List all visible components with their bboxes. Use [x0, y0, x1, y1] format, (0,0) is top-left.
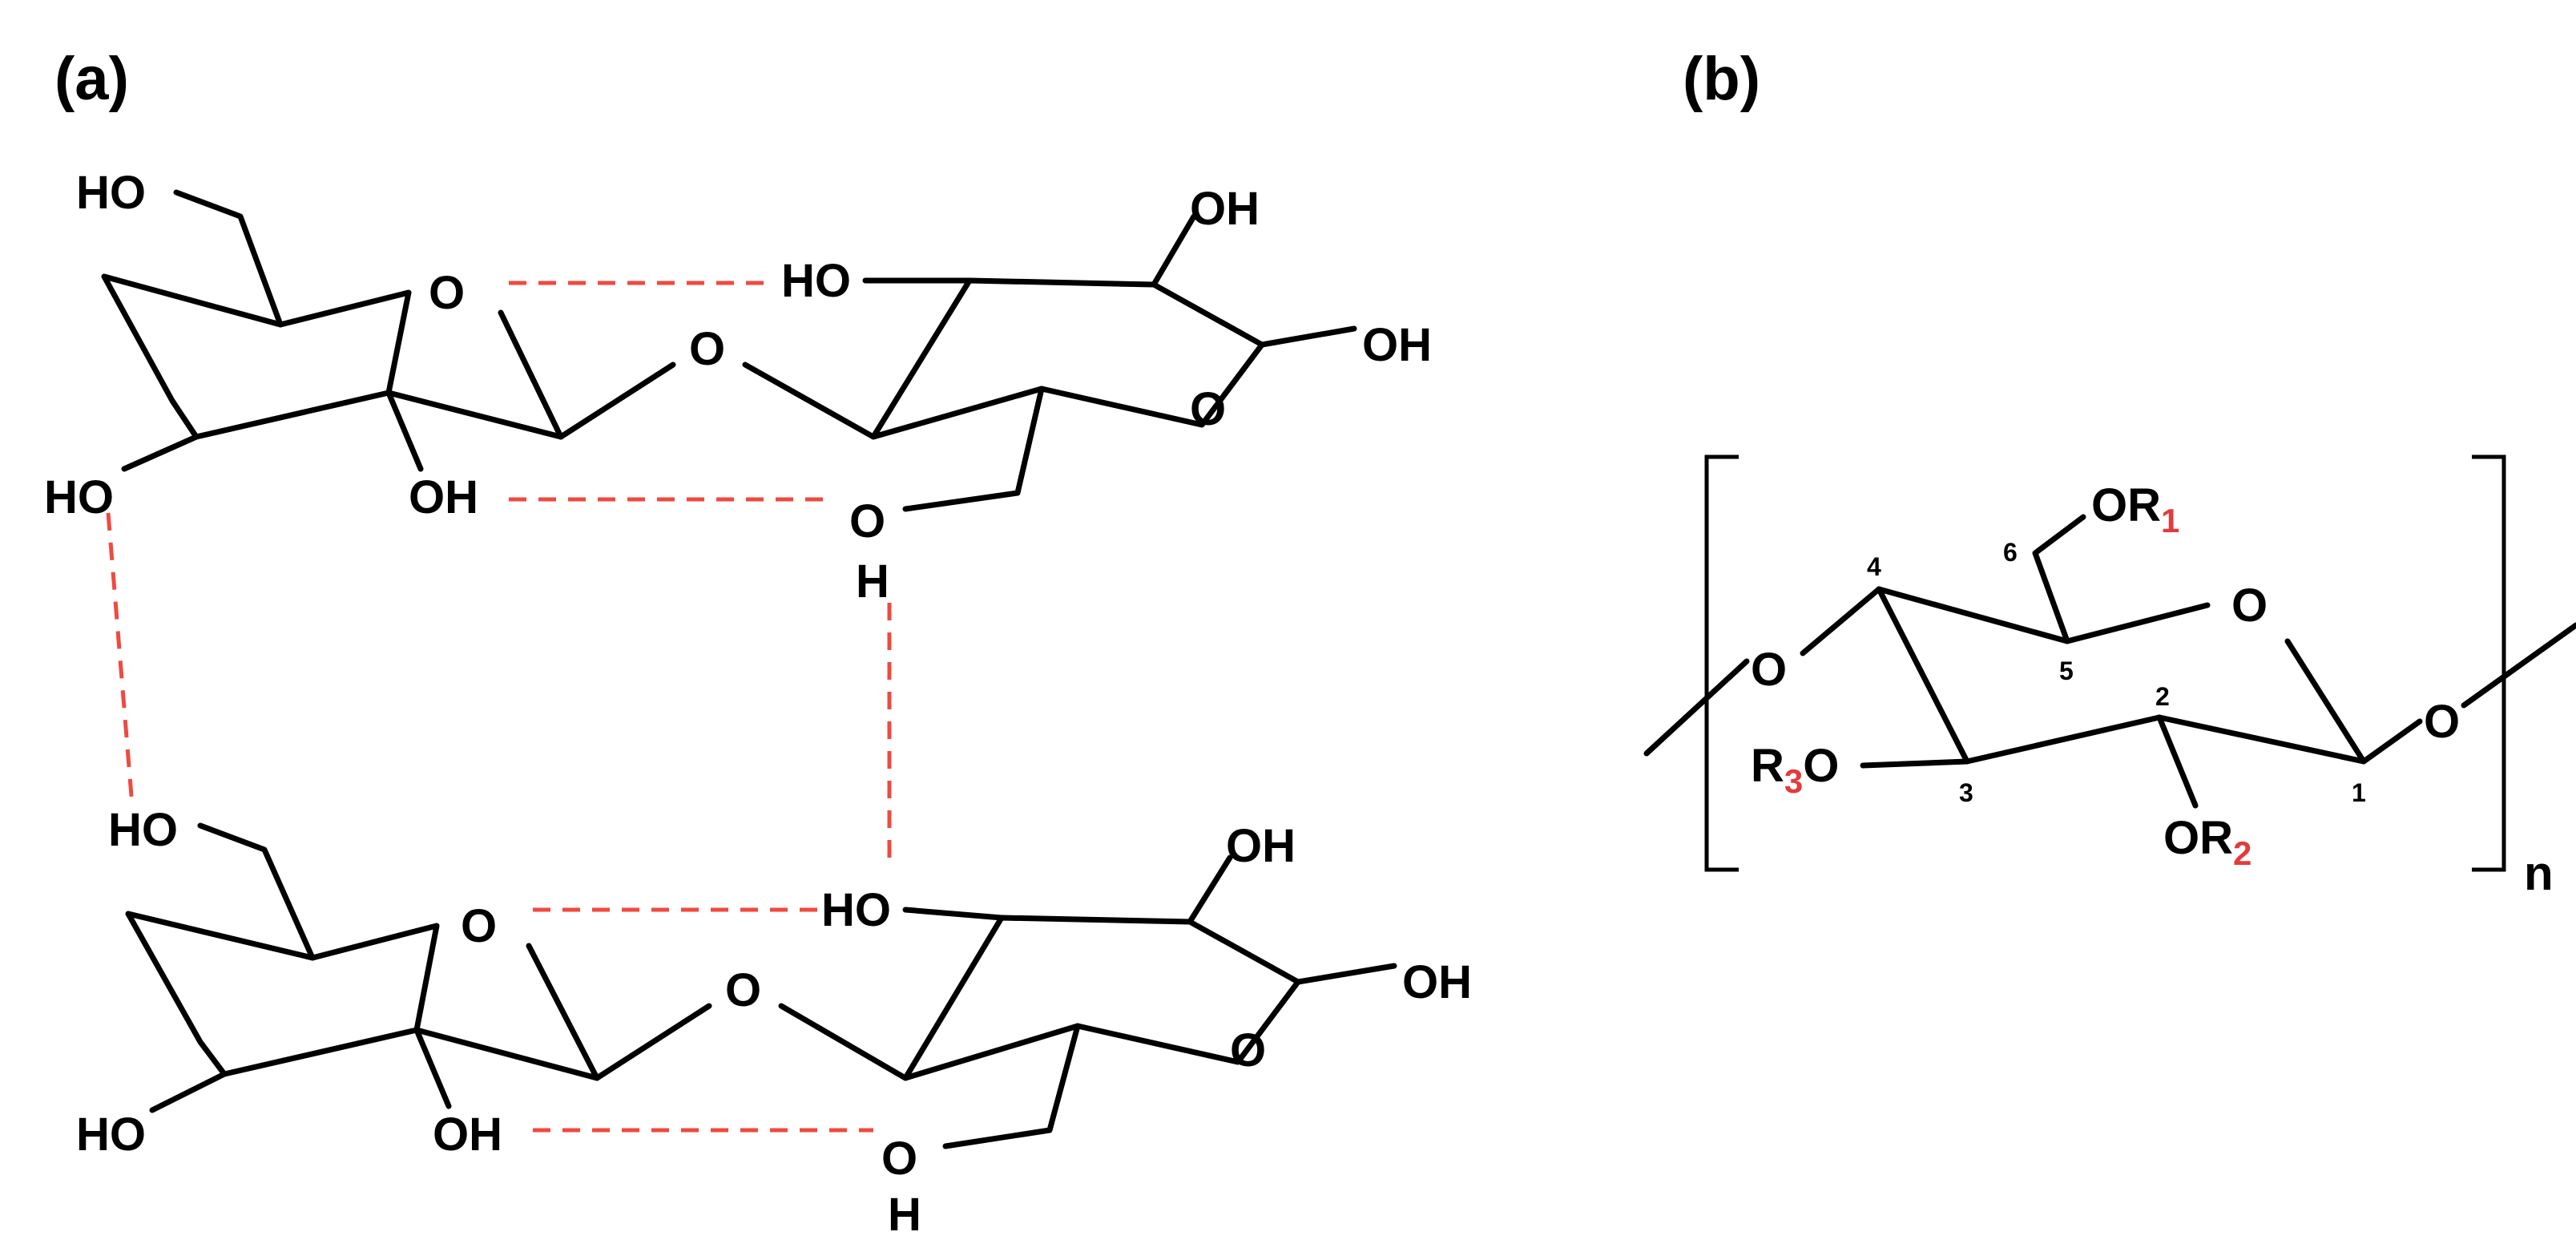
bond-c2-oh-top-right: [1151, 213, 1197, 288]
atom-o-c6-top-right: O: [849, 495, 885, 547]
bond-ringO-c1-top: [498, 309, 564, 440]
substituent-r3o: R3O: [1751, 740, 1839, 800]
h-bond-vertical-left: [106, 512, 135, 806]
bond-c5-c6-bottom: [197, 822, 316, 961]
bond-c5-c6-top-right: [902, 386, 1045, 512]
atom-ring-o-bottom-right: O: [1230, 1024, 1266, 1076]
bond-c4-o: [1800, 586, 1882, 656]
substituent-or1: OR1: [2091, 479, 2179, 539]
atom-ho-c6-bottom-left: HO: [108, 804, 178, 856]
bracket-left: [1704, 454, 1739, 872]
r3-prefix: R: [1751, 740, 1784, 792]
atom-o-c6-bottom-right: O: [881, 1133, 917, 1185]
cellobiose-top: HO O O HO OH OH O HO OH O H: [44, 167, 1432, 608]
atom-oh-c2-top-right: OH: [1190, 183, 1260, 235]
panel-a-label: (a): [54, 45, 129, 113]
atom-glycosidic-o-top: O: [689, 323, 725, 375]
bond-c3-oh-bottom: [149, 1071, 228, 1113]
ring-right-bottom: [778, 915, 1301, 1081]
ring-left-bottom: [125, 911, 440, 1077]
r3-suffix: O: [1803, 740, 1839, 792]
atom-ho-c3-top-left: HO: [44, 471, 114, 523]
atom-glycosidic-o-bottom: O: [725, 964, 761, 1016]
locant-4: 4: [1867, 552, 1881, 581]
bond-c4-c5-ringO: [1876, 586, 2211, 644]
bond-c1-oh-top-right: [1259, 325, 1357, 348]
bond-c1-oh-bottom-right: [1295, 963, 1397, 985]
atom-oh-c2-bottom-right: OH: [1226, 820, 1296, 872]
bond-c2-oh-bottom: [413, 1027, 452, 1109]
bond-c1-glyO-bottom: [594, 1003, 712, 1081]
atom-oh-c1-top-right: OH: [1362, 319, 1432, 371]
or2-prefix: OR: [2163, 812, 2233, 864]
bond-c2-oh-top: [385, 390, 424, 472]
or1-prefix: OR: [2091, 479, 2161, 531]
atom-ring-o-top-right: O: [1190, 383, 1226, 435]
atom-ho-c3-bottom-left: HO: [76, 1109, 146, 1161]
atom-h-c6-top-right: H: [856, 555, 889, 608]
bond-c2-oh-bottom-right: [1187, 854, 1233, 925]
bond-chain-right: [2461, 622, 2576, 709]
bond-c5-c6-top: [173, 189, 284, 328]
substituent-or2: OR2: [2163, 812, 2251, 872]
atom-ring-o: O: [2231, 580, 2268, 632]
bond-c1-o: [2360, 718, 2423, 765]
bond-c3-oh-top: [121, 434, 200, 472]
atom-o-c1: O: [2424, 696, 2460, 748]
bond-c3-ho-bottom-right: [902, 907, 1005, 921]
atom-o-c4: O: [1751, 644, 1787, 696]
cellulose-repeat-unit: O O O OR1 R3O OR2 1 2 3 4 5 6 n: [1643, 454, 2576, 900]
bond-chain-left: [1643, 658, 1750, 757]
ring-left-top: [101, 273, 412, 440]
bond-c1-glyO-top: [558, 361, 676, 440]
repeat-index-n: n: [2524, 846, 2554, 900]
bond-c3-o: [1860, 758, 1970, 769]
ring-right-top: [742, 277, 1265, 440]
panel-b-label: (b): [1683, 45, 1760, 113]
locant-5: 5: [2059, 656, 2074, 685]
atom-oh-c1-bottom-right: OH: [1402, 956, 1472, 1008]
locant-3: 3: [1959, 778, 1973, 807]
bond-c2-o: [2156, 714, 2199, 809]
atom-ho-c6-top-left: HO: [76, 167, 146, 219]
locant-2: 2: [2155, 682, 2170, 711]
bond-c2-c1-bottom: [413, 1027, 600, 1081]
atom-ho-c3-top-right: HO: [781, 255, 851, 307]
bond-c5-c6: [2032, 514, 2086, 644]
hydrogen-bonds: [106, 281, 892, 1133]
atom-oh-c2-top-left: OH: [409, 471, 478, 523]
atom-oh-c2-bottom-left: OH: [433, 1109, 502, 1161]
locant-6: 6: [2003, 538, 2018, 567]
locant-1: 1: [2352, 778, 2366, 807]
bracket-right: [2472, 454, 2506, 872]
atom-ring-o-bottom-left: O: [461, 900, 497, 952]
bond-ringO-c1-bottom: [526, 943, 600, 1081]
r3-subscript: 3: [1784, 762, 1803, 800]
atom-ho-c3-bottom-right: HO: [821, 884, 891, 936]
bond-c5-c6-bottom-right: [942, 1023, 1081, 1149]
or2-subscript: 2: [2233, 834, 2251, 872]
cellobiose-bottom: HO O O HO OH OH O HO OH O H: [76, 804, 1472, 1241]
or1-subscript: 1: [2161, 502, 2179, 539]
atom-h-c6-bottom-right: H: [888, 1189, 921, 1241]
bond-c2-c1-top: [385, 390, 564, 440]
atom-ring-o-top-left: O: [429, 267, 465, 319]
ring-lower: [1876, 586, 2367, 765]
